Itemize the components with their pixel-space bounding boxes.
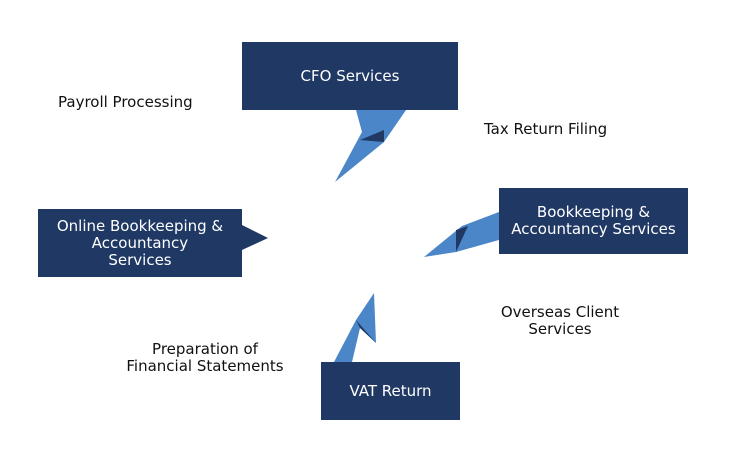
bookkeeping-accountancy-text: Bookkeeping & Accountancy Services: [511, 203, 676, 238]
cfo-callout-tail: [335, 110, 406, 182]
online-callout-tail: [242, 225, 268, 250]
tax-return-filing-label: Tax Return Filing: [484, 120, 608, 138]
vat-callout-tail-shadow: [356, 320, 376, 343]
preparation-financial-statements-label: Preparation of Financial Statements: [126, 340, 284, 375]
bookkeeping-callout-tail-shadow: [456, 226, 468, 252]
overseas-client-services-label: Overseas Client Services: [500, 303, 620, 338]
bookkeeping-accountancy-box[interactable]: Bookkeeping & Accountancy Services: [499, 188, 688, 254]
cfo-services-text: CFO Services: [300, 66, 400, 85]
online-bookkeeping-text: Online Bookkeeping & Accountancy Service…: [56, 216, 224, 269]
online-bookkeeping-box[interactable]: Online Bookkeeping & Accountancy Service…: [38, 209, 242, 277]
cfo-services-box[interactable]: CFO Services: [242, 42, 458, 110]
vat-return-box[interactable]: VAT Return: [321, 362, 460, 420]
payroll-processing-label: Payroll Processing: [58, 93, 193, 111]
cfo-callout-tail-shadow: [360, 130, 384, 142]
vat-callout-tail: [334, 293, 376, 362]
vat-return-text: VAT Return: [349, 381, 432, 400]
